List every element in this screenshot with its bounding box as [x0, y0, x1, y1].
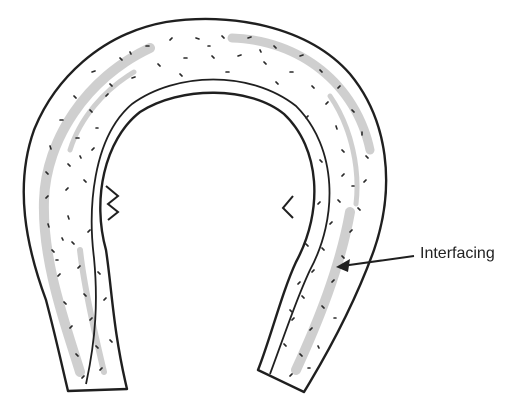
left-notch [106, 186, 118, 220]
interfacing-label: Interfacing [420, 246, 495, 262]
right-notch [283, 196, 293, 218]
